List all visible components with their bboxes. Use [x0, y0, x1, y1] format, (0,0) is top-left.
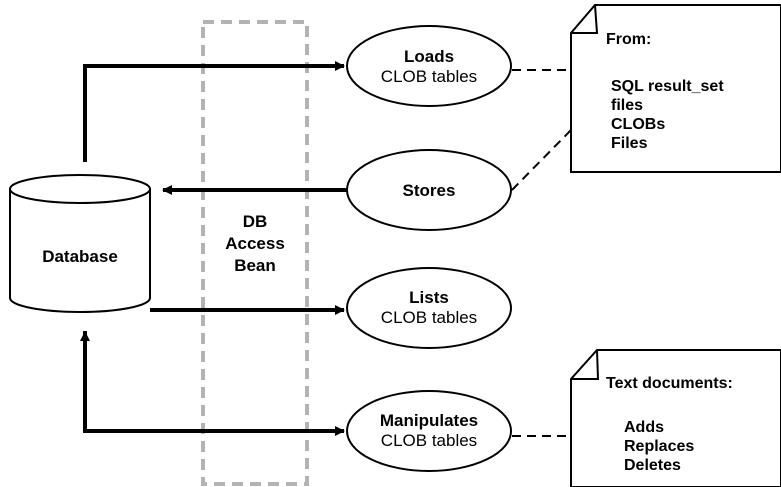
- op-manipulates-subtitle: CLOB tables: [381, 431, 477, 450]
- op-lists-subtitle: CLOB tables: [381, 308, 477, 327]
- bean-label-line-2: Access: [225, 234, 285, 253]
- note-text-documents-item-1: Adds: [624, 419, 664, 436]
- note-text-documents-header: Text documents:: [606, 375, 733, 392]
- op-manipulates: Manipulates CLOB tables: [346, 390, 512, 472]
- manipulates-arrow: [83, 331, 345, 436]
- note-text-documents-item-3: Deletes: [624, 457, 681, 474]
- bean-boundary: [201, 20, 309, 486]
- note-text-documents-item-2: Replaces: [624, 438, 694, 455]
- bean-label-line-1: DB: [243, 212, 268, 231]
- op-loads: Loads CLOB tables: [346, 25, 512, 107]
- database-cylinder: Database: [9, 174, 151, 313]
- op-loads-subtitle: CLOB tables: [381, 67, 477, 86]
- database-label: Database: [42, 247, 118, 266]
- op-loads-title: Loads: [404, 47, 454, 66]
- stores-note-connector: [511, 129, 572, 191]
- op-stores-title: Stores: [403, 181, 456, 200]
- note-from-header: From:: [606, 31, 651, 48]
- note-from-item-3: CLOBs: [611, 116, 665, 133]
- note-from-item-4: Files: [611, 135, 648, 152]
- op-manipulates-title: Manipulates: [380, 411, 478, 430]
- op-lists: Lists CLOB tables: [346, 267, 512, 349]
- bean-label-line-3: Bean: [234, 256, 276, 275]
- note-text-documents: Text documents: Adds Replaces Deletes: [570, 349, 781, 487]
- op-lists-title: Lists: [409, 288, 449, 307]
- note-from-item-2: files: [611, 97, 643, 114]
- note-from: From: SQL result_set files CLOBs Files: [570, 4, 781, 173]
- note-from-item-1: SQL result_set: [611, 78, 724, 95]
- op-stores: Stores: [346, 149, 512, 231]
- loads-arrow: [83, 61, 345, 162]
